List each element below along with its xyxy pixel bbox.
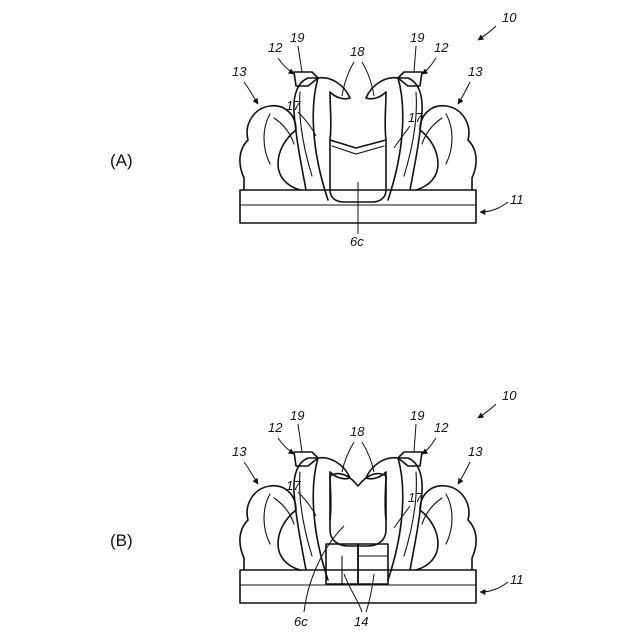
panel-label-b: (B) [110, 531, 133, 550]
ref-knob-left-b: 13 [232, 444, 247, 459]
ref-tip-left-a: 12 [268, 40, 283, 55]
ref-tip-right-a: 12 [434, 40, 449, 55]
ref-leg-left-b: 17 [286, 478, 301, 493]
ref-knob-left-a: 13 [232, 64, 247, 79]
ref-base-a: 11 [510, 192, 524, 207]
ref-knob-right-a: 13 [468, 64, 483, 79]
ref-hook-right-a: 19 [410, 30, 424, 45]
ref-base-b: 11 [510, 572, 524, 587]
ref-leg-right-a: 17 [408, 110, 423, 125]
figure-a: (A) 10 12 19 18 19 12 13 13 17 17 11 6c [110, 10, 524, 249]
ref-steps-b: 14 [354, 614, 368, 629]
ref-claws-b: 18 [350, 424, 365, 439]
ref-claws-a: 18 [350, 44, 365, 59]
insert-b [330, 474, 386, 546]
ref-insert-a: 6c [350, 234, 364, 249]
ref-hook-left-b: 19 [290, 408, 304, 423]
figure-b: (B) 10 12 19 18 19 12 13 13 17 17 11 [110, 388, 524, 629]
ref-leg-left-a: 17 [286, 98, 301, 113]
ref-tip-right-b: 12 [434, 420, 449, 435]
ref-hook-left-a: 19 [290, 30, 304, 45]
ref-assembly-b: 10 [502, 388, 517, 403]
ref-knob-right-b: 13 [468, 444, 483, 459]
ref-hook-right-b: 19 [410, 408, 424, 423]
ref-leg-right-b: 17 [408, 490, 423, 505]
ref-tip-left-b: 12 [268, 420, 283, 435]
panel-label-a: (A) [110, 151, 133, 170]
ref-insert-b: 6c [294, 614, 308, 629]
ref-assembly-a: 10 [502, 10, 517, 25]
